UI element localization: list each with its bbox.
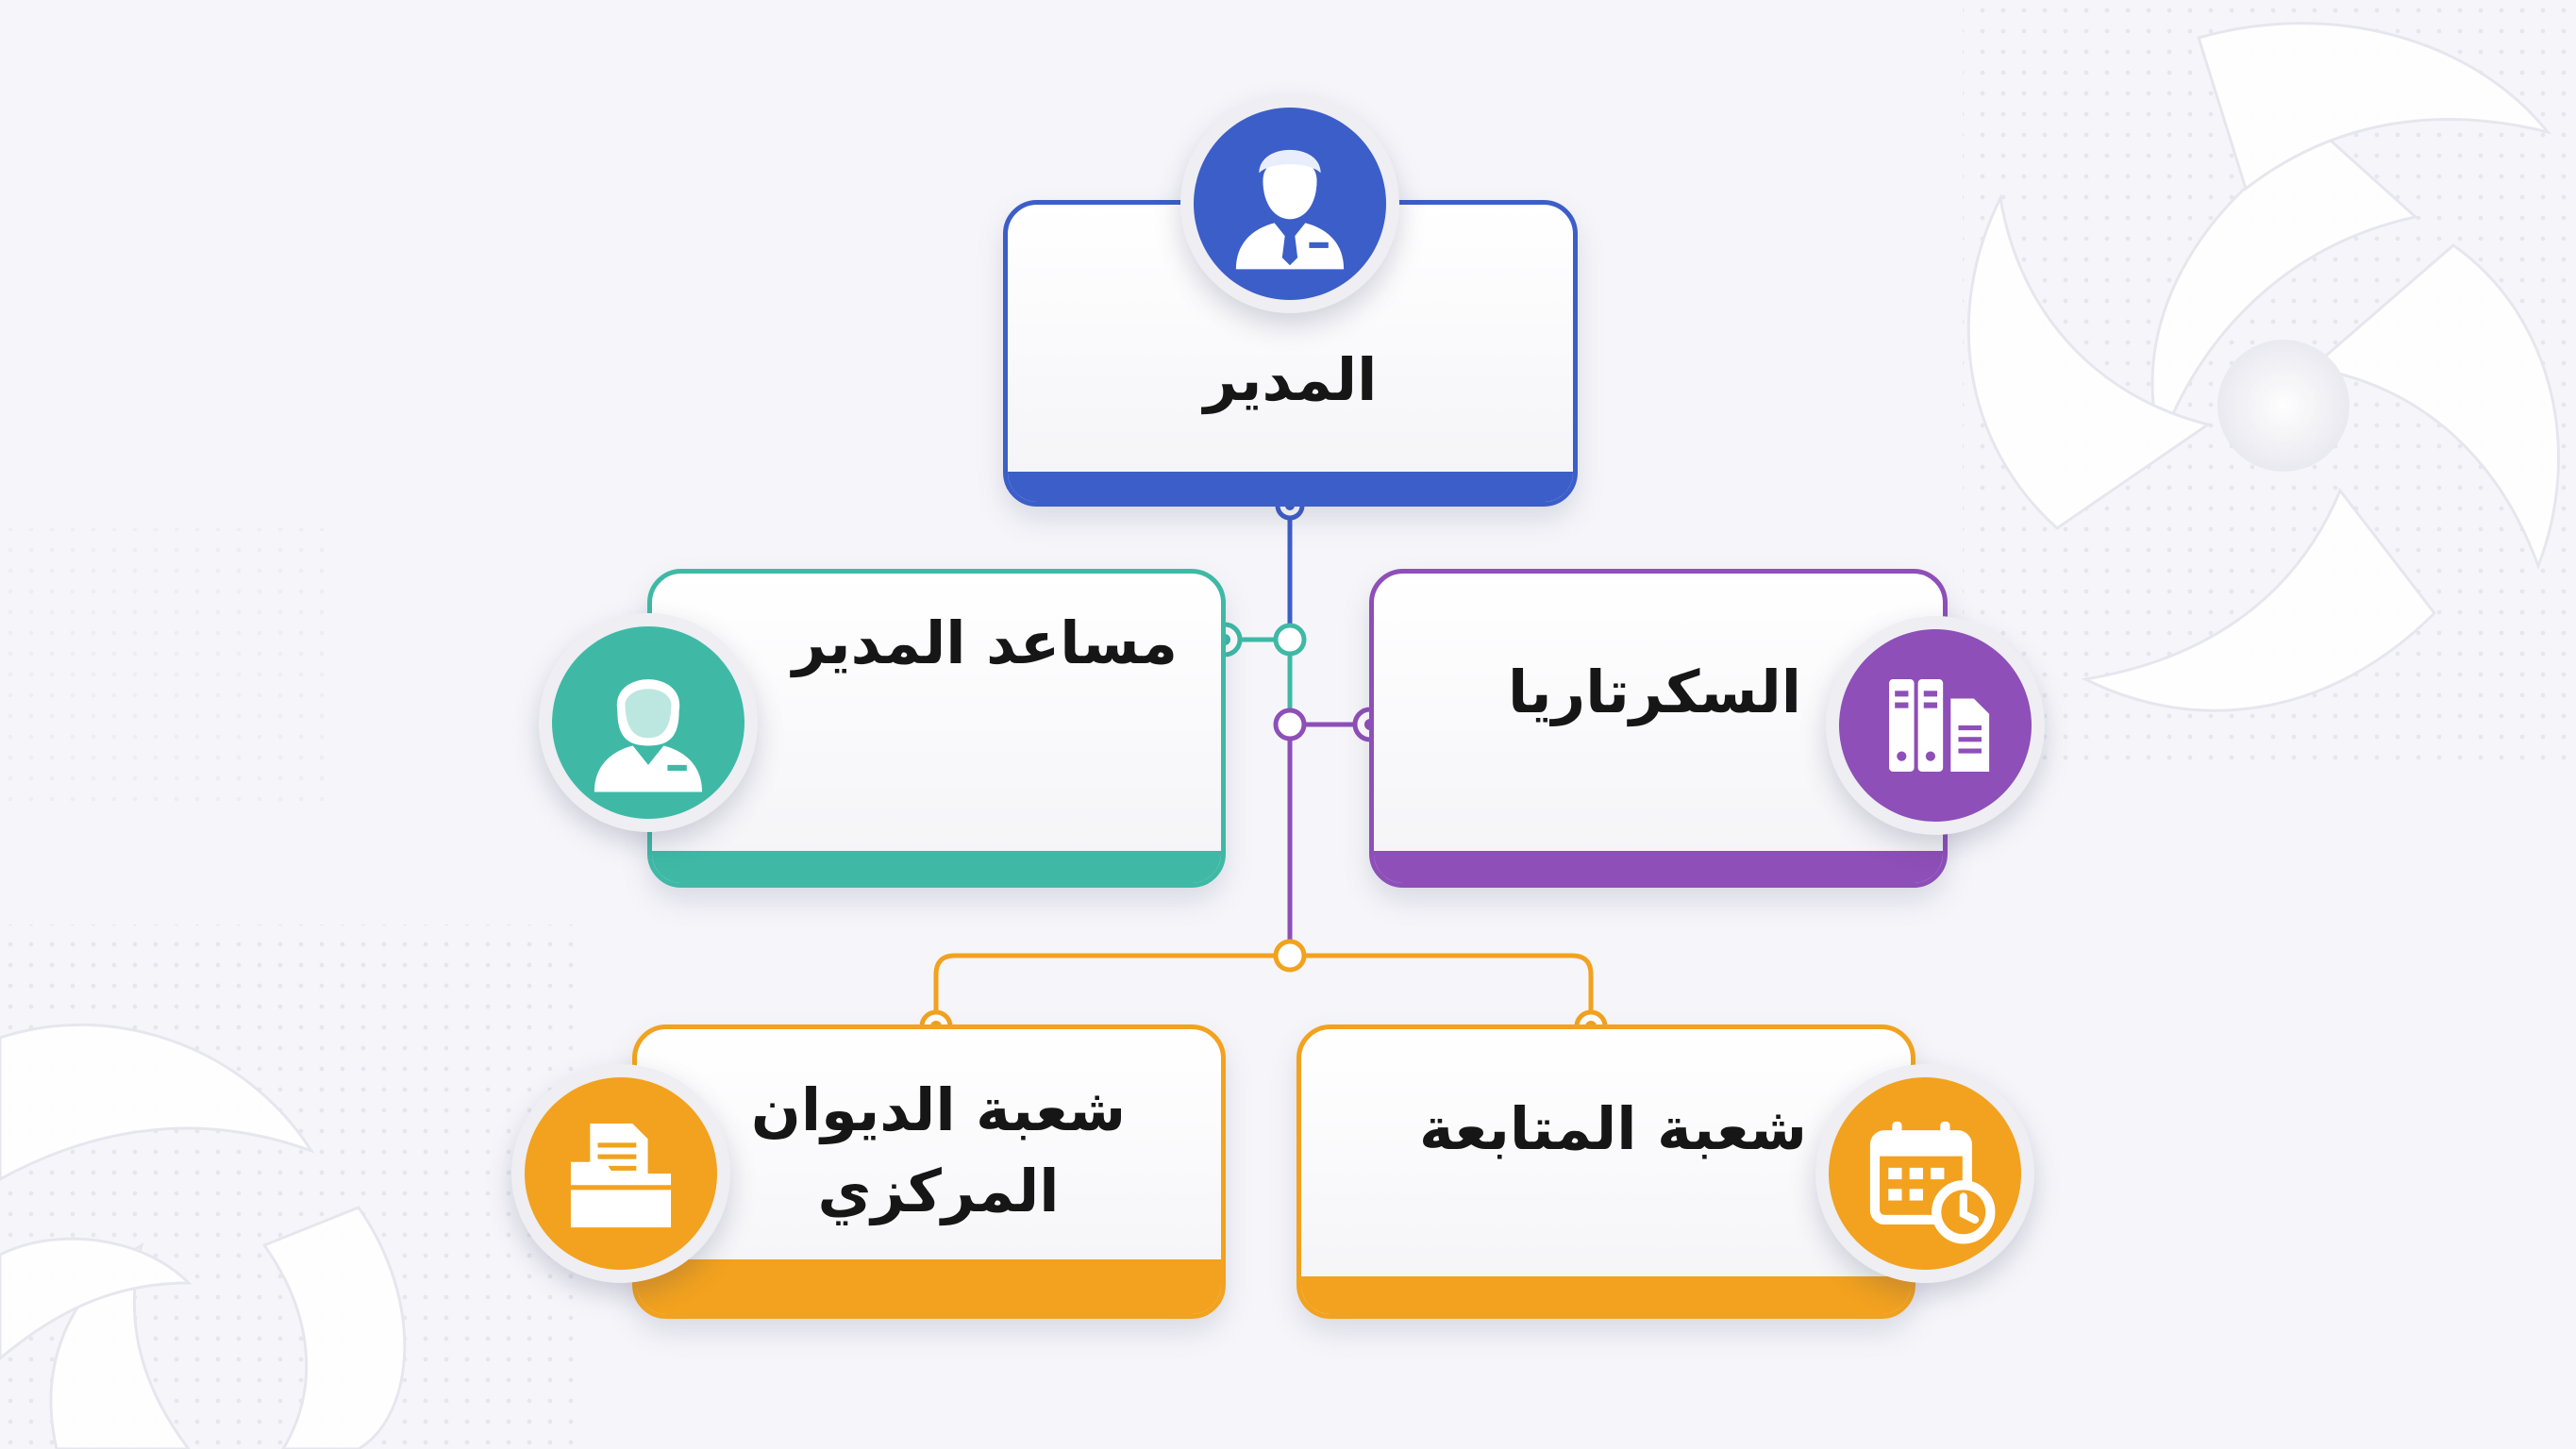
junction-dot	[1273, 708, 1307, 741]
assistant-color-bar	[652, 851, 1221, 883]
manager-label: المدير	[1203, 345, 1378, 414]
calendar-clock-icon	[1815, 1064, 2034, 1283]
businessman-icon	[1180, 94, 1399, 313]
binders-documents-icon	[1826, 616, 2045, 835]
followup-card[interactable]: شعبة المتابعة	[1296, 1024, 1915, 1319]
junction-dot	[1273, 939, 1307, 973]
central-office-color-bar	[637, 1259, 1221, 1314]
assistant-manager-label: مساعد المدير	[792, 608, 1178, 677]
manager-color-bar	[1008, 472, 1573, 502]
junction-dot	[1273, 623, 1307, 657]
folder-documents-icon	[511, 1064, 730, 1283]
secretariat-label: السكرتاريا	[1507, 658, 1801, 726]
swirl-top-right	[1966, 22, 2561, 712]
followup-label: شعبة المتابعة	[1418, 1094, 1807, 1163]
secretariat-color-bar	[1374, 851, 1943, 883]
businesswoman-icon	[539, 613, 758, 832]
followup-color-bar	[1301, 1276, 1911, 1314]
central-office-card[interactable]: شعبة الديوان المركزي	[632, 1024, 1226, 1319]
central-office-label-line1: شعبة الديوان	[750, 1075, 1127, 1144]
central-office-label-line2: المركزي	[817, 1157, 1060, 1225]
swirl-bottom-left	[0, 1023, 407, 1449]
